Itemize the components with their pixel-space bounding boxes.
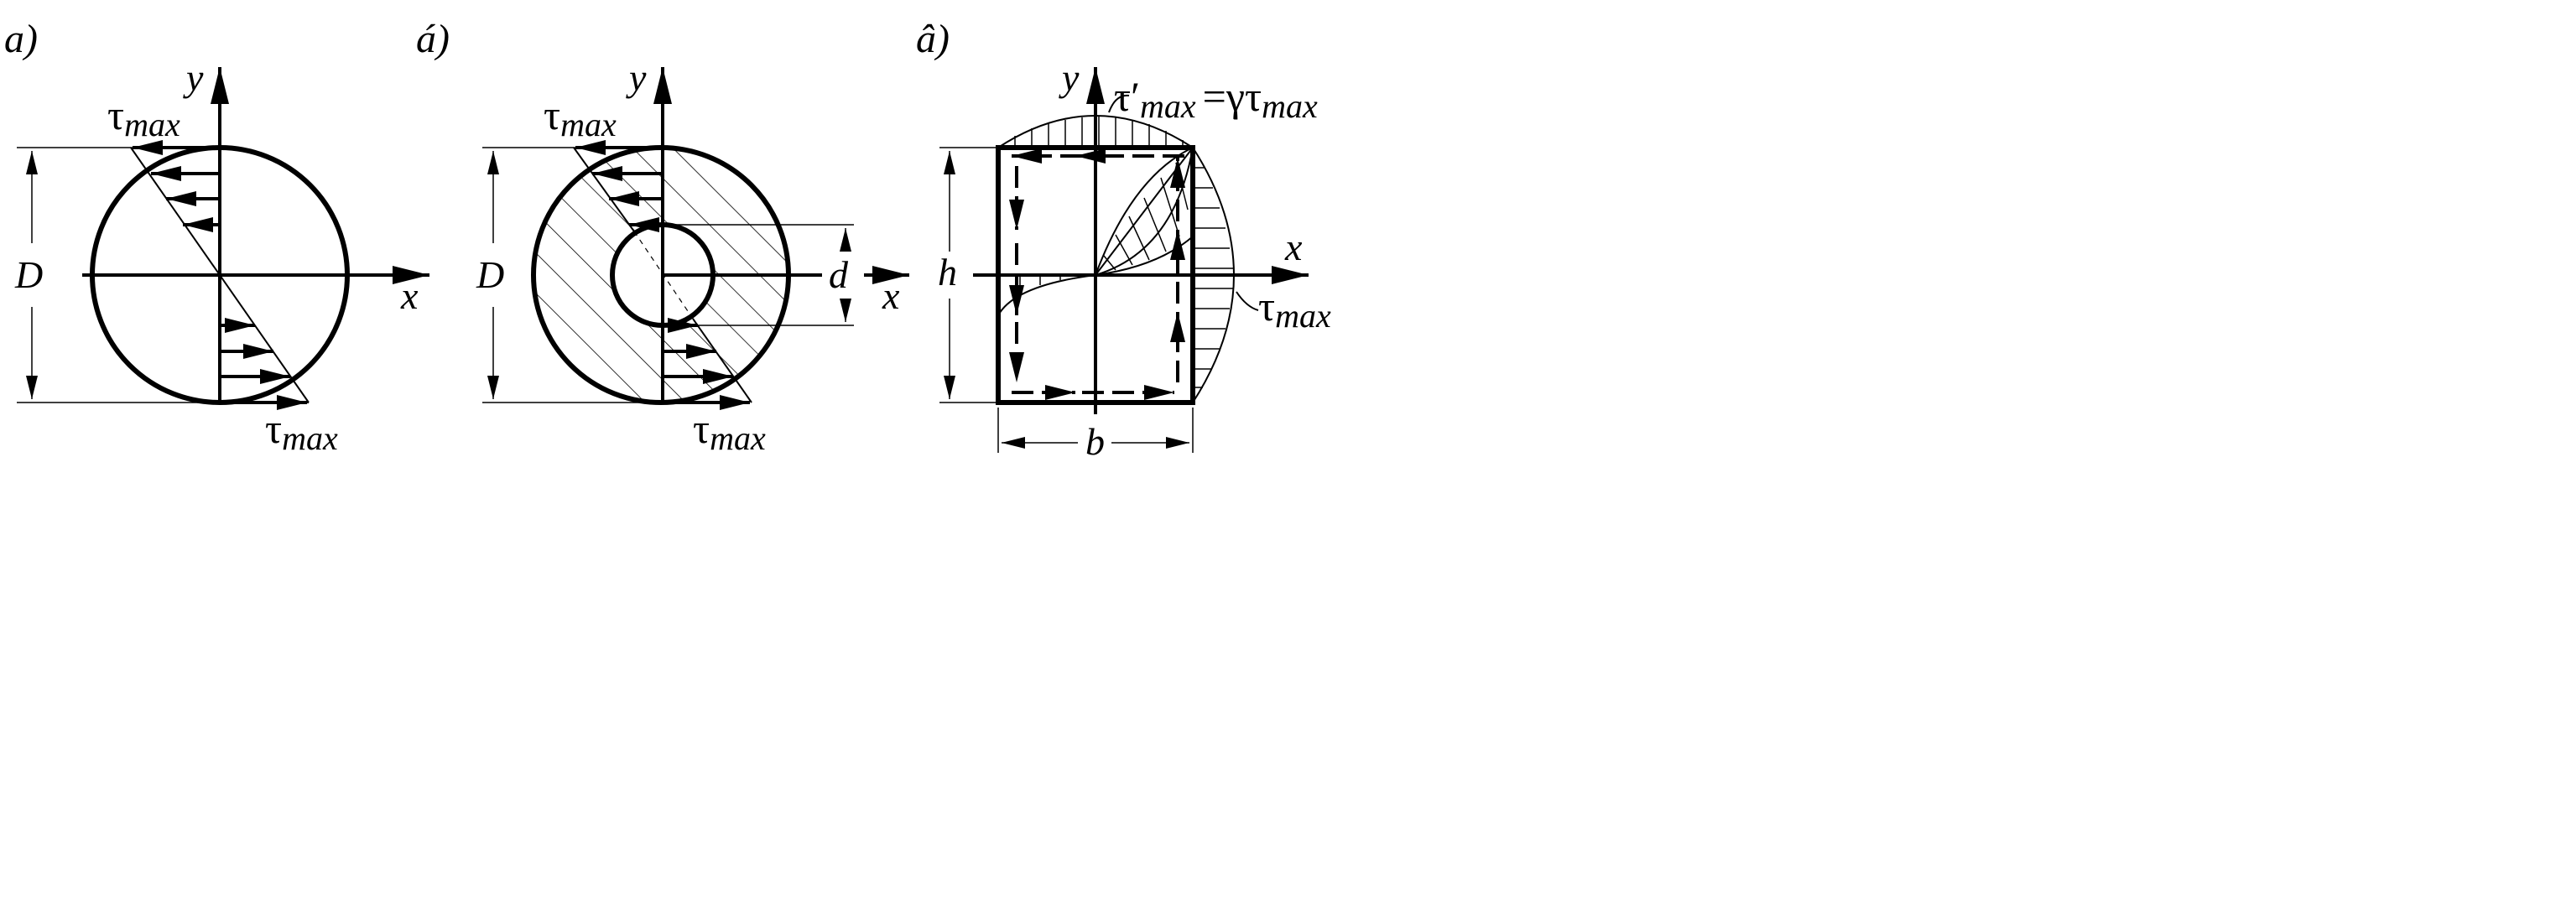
stress-distribution-line — [573, 147, 635, 232]
tau-prime-leader — [1108, 94, 1130, 113]
panel-c: â) h b — [916, 17, 1331, 463]
tau-max-side-label: τmax — [1258, 283, 1331, 335]
x-axis-label: x — [882, 274, 900, 317]
dim-D-label: D — [476, 253, 504, 296]
tau-max-bottom-label: τmax — [693, 405, 766, 457]
stress-distribution-line — [130, 147, 310, 403]
y-axis-label: y — [1059, 56, 1080, 99]
dim-h-label: h — [938, 251, 957, 293]
x-axis-label: x — [400, 274, 419, 317]
tau-max-bottom-label: τmax — [265, 405, 338, 457]
dim-d-label: d — [829, 253, 849, 296]
tau-max-top-label: τmax — [107, 91, 180, 143]
panel-a-tag: a) — [4, 17, 38, 61]
tau-max-top-label: τmax — [544, 91, 617, 143]
x-axis-label: x — [1284, 226, 1303, 268]
panel-c-tag: â) — [916, 17, 950, 61]
y-axis-label: y — [183, 56, 204, 99]
tau-side-leader — [1236, 291, 1259, 311]
panel-b-tag: á) — [416, 17, 450, 61]
dim-D-label: D — [14, 253, 43, 296]
y-axis-label: y — [626, 56, 647, 99]
panel-b: á) D d x y — [416, 17, 909, 457]
shear-flow — [1009, 148, 1185, 400]
tau-prime-max-label: τ′max=γτmax — [1114, 73, 1318, 125]
dim-b-label: b — [1085, 420, 1105, 463]
panel-a: a) D x y τmax τmax — [4, 17, 429, 457]
